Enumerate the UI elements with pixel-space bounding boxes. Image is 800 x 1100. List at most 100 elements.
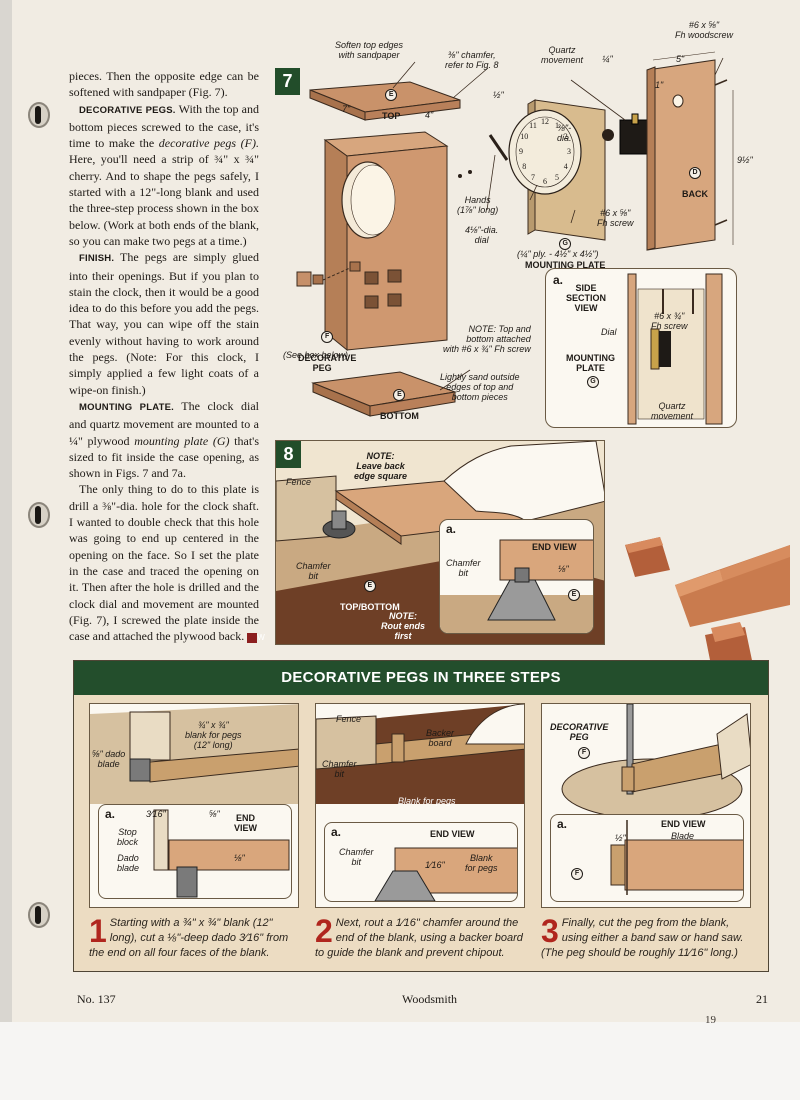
step-3-caption: 3 Finally, cut the peg from the blank, u… <box>541 913 755 961</box>
callout-dial: Dial <box>601 327 617 337</box>
part-letter: E <box>393 389 406 401</box>
dimension-label: 4" <box>425 110 434 120</box>
step-2-drawing <box>316 704 524 804</box>
part-letter: E <box>568 589 580 601</box>
part-name: DECORATIVE PEG <box>298 353 357 373</box>
clock-numeral: 8 <box>522 162 527 171</box>
clock-numeral: 11 <box>529 121 537 131</box>
dimension-label: 3⁄16" <box>146 809 166 819</box>
part-name: BACK <box>682 189 709 199</box>
run-in-heading: FINISH. <box>79 253 115 265</box>
blank-label: Blank for pegs <box>398 796 456 806</box>
step-number: 2 <box>315 913 333 949</box>
part-back-label: D BACK <box>672 156 708 209</box>
callout-chamfer: ⅜" chamfer, refer to Fig. 8 <box>445 50 499 70</box>
step-1-end-view-inset: a. 3⁄16" ⅝" Stop block END VIEW Dado bla… <box>98 804 292 899</box>
step-3-inset-drawing <box>610 820 743 895</box>
step-2-end-view-inset: a. END VIEW Chamfer bit 1⁄16" Blank for … <box>324 822 518 902</box>
note-leave-back-edge: NOTE: Leave back edge square <box>354 451 408 481</box>
part-letter: G <box>559 238 572 250</box>
part-letter: F <box>578 747 590 759</box>
dimension-label: ⅛" <box>234 853 245 863</box>
clock-numeral: 5 <box>555 172 559 182</box>
paragraph-text: With the top and bottom pieces screwed t… <box>69 101 259 151</box>
part-top-bottom-label: E TOP/BOTTOM <box>330 569 400 622</box>
inset-letter: a. <box>553 273 564 287</box>
figure-number-badge: 7 <box>275 68 300 95</box>
figure-7-drawing <box>296 51 734 417</box>
paragraph-text: The pegs are simply glued into their ope… <box>69 250 259 397</box>
run-in-heading: MOUNTING PLATE. <box>79 401 174 413</box>
callout-screw: #6 x ¾" Fh screw <box>651 311 688 331</box>
step-number: 3 <box>541 913 559 949</box>
clock-numeral: 4 <box>563 162 568 171</box>
issue-number: No. 137 <box>77 992 116 1006</box>
part-dimensions: (¼" ply. - 4½" x 4½") <box>517 249 599 259</box>
callout-dial: 4⅛"-dia. dial <box>465 225 499 245</box>
step-text: Finally, cut the peg from the blank, usi… <box>541 917 744 959</box>
steps-box-title: DECORATIVE PEGS IN THREE STEPS <box>74 661 768 695</box>
inset-letter: a. <box>446 522 457 536</box>
part-reference: decorative pegs (F). <box>158 136 259 151</box>
article-text: pieces. Then the opposite edge can be so… <box>69 68 265 644</box>
dimension-label: ⅛" <box>558 564 569 574</box>
fence-label: Fence <box>336 714 362 724</box>
part-name: TOP/BOTTOM <box>340 602 400 612</box>
inset-letter: a. <box>331 825 342 839</box>
inset-letter: a. <box>557 817 568 831</box>
inset-title: SIDE SECTION VIEW <box>566 283 607 313</box>
clock-numeral: 9 <box>519 147 523 156</box>
part-letter: F <box>321 331 334 343</box>
clock-numeral: 10 <box>520 132 529 141</box>
part-name: TOP <box>382 111 401 121</box>
step-1-inset-drawing <box>153 809 290 898</box>
dimension-label: ½" <box>493 90 504 100</box>
part-name: BOTTOM <box>380 411 419 421</box>
binder-hole <box>28 102 50 128</box>
run-in-heading: DECORATIVE PEGS. <box>79 104 176 116</box>
dimension-hole-dia: ⅜"- dia. <box>557 123 572 143</box>
part-letter-label: E <box>568 588 580 601</box>
note-top-bottom-attached: NOTE: Top and bottom attached with #6 x … <box>443 324 531 354</box>
page-number: 21 <box>756 992 768 1006</box>
figure-7-exploded-view: 7 Soften top edges with sandpaper ⅜" cha… <box>275 20 790 435</box>
part-top-label: E TOP <box>372 78 400 131</box>
chamfer-bit-label: Chamfer bit <box>322 759 357 779</box>
chamfer-bit-label: Chamfer bit <box>296 561 331 581</box>
clock-numeral: 2 <box>563 132 568 141</box>
step-1-caption: 1 Starting with a ¾" x ¾" blank (12" lon… <box>89 915 303 961</box>
callout-quartz-movement: Quartz movement <box>541 45 584 65</box>
callout-soften-edges: Soften top edges with sandpaper <box>335 40 404 60</box>
part-reference: mounting plate (G) <box>134 433 230 448</box>
part-letter: G <box>587 376 599 388</box>
dimension-label: 7" <box>342 104 351 114</box>
dimension-label: 5" <box>676 54 685 64</box>
figure-7a-drawing <box>627 273 723 425</box>
dimension-label: ½" <box>615 833 626 843</box>
binder-hole <box>28 902 50 928</box>
part-letter-label: F <box>578 746 590 759</box>
step-1-panel: ¾" x ¾" blank for pegs (12" long) ⅝" dad… <box>89 703 299 908</box>
clock-numeral: 12 <box>541 117 549 126</box>
part-mounting-plate-label: G MOUNTING PLATE <box>515 227 605 280</box>
dado-blade-label: Dado blade <box>117 853 140 873</box>
step-2-inset-drawing <box>374 847 517 901</box>
paragraph-text: that's sized to fit inside the case open… <box>69 433 259 481</box>
decorative-peg-label: DECORATIVE PEG <box>550 722 609 742</box>
figure-8-router-table: 8 NOTE: Leave back edge square Fence Cha… <box>275 440 605 645</box>
blank-label: Blank for pegs <box>465 853 498 873</box>
dimension-label: ⅝" <box>209 809 220 819</box>
dimension-label: ¼" <box>602 54 613 64</box>
callout-quartz: Quartz movement <box>651 401 694 421</box>
part-name: MOUNTING PLATE <box>525 260 606 270</box>
part-decorative-peg-label: F DECORATIVE PEG <box>288 320 356 383</box>
paragraph-text: The only thing to do to this plate is dr… <box>69 482 259 644</box>
paragraph: pieces. Then the opposite edge can be so… <box>69 68 259 101</box>
figure-8a-drawing <box>440 539 593 633</box>
step-1-drawing <box>90 704 298 804</box>
backer-board-label: Backer board <box>426 728 455 748</box>
figure-number-badge: 8 <box>276 441 301 468</box>
chamfer-bit-label: Chamfer bit <box>339 847 374 867</box>
inset-title: END VIEW <box>234 813 258 833</box>
callout-sand-edges: Lightly sand outside edges of top and bo… <box>440 372 520 402</box>
